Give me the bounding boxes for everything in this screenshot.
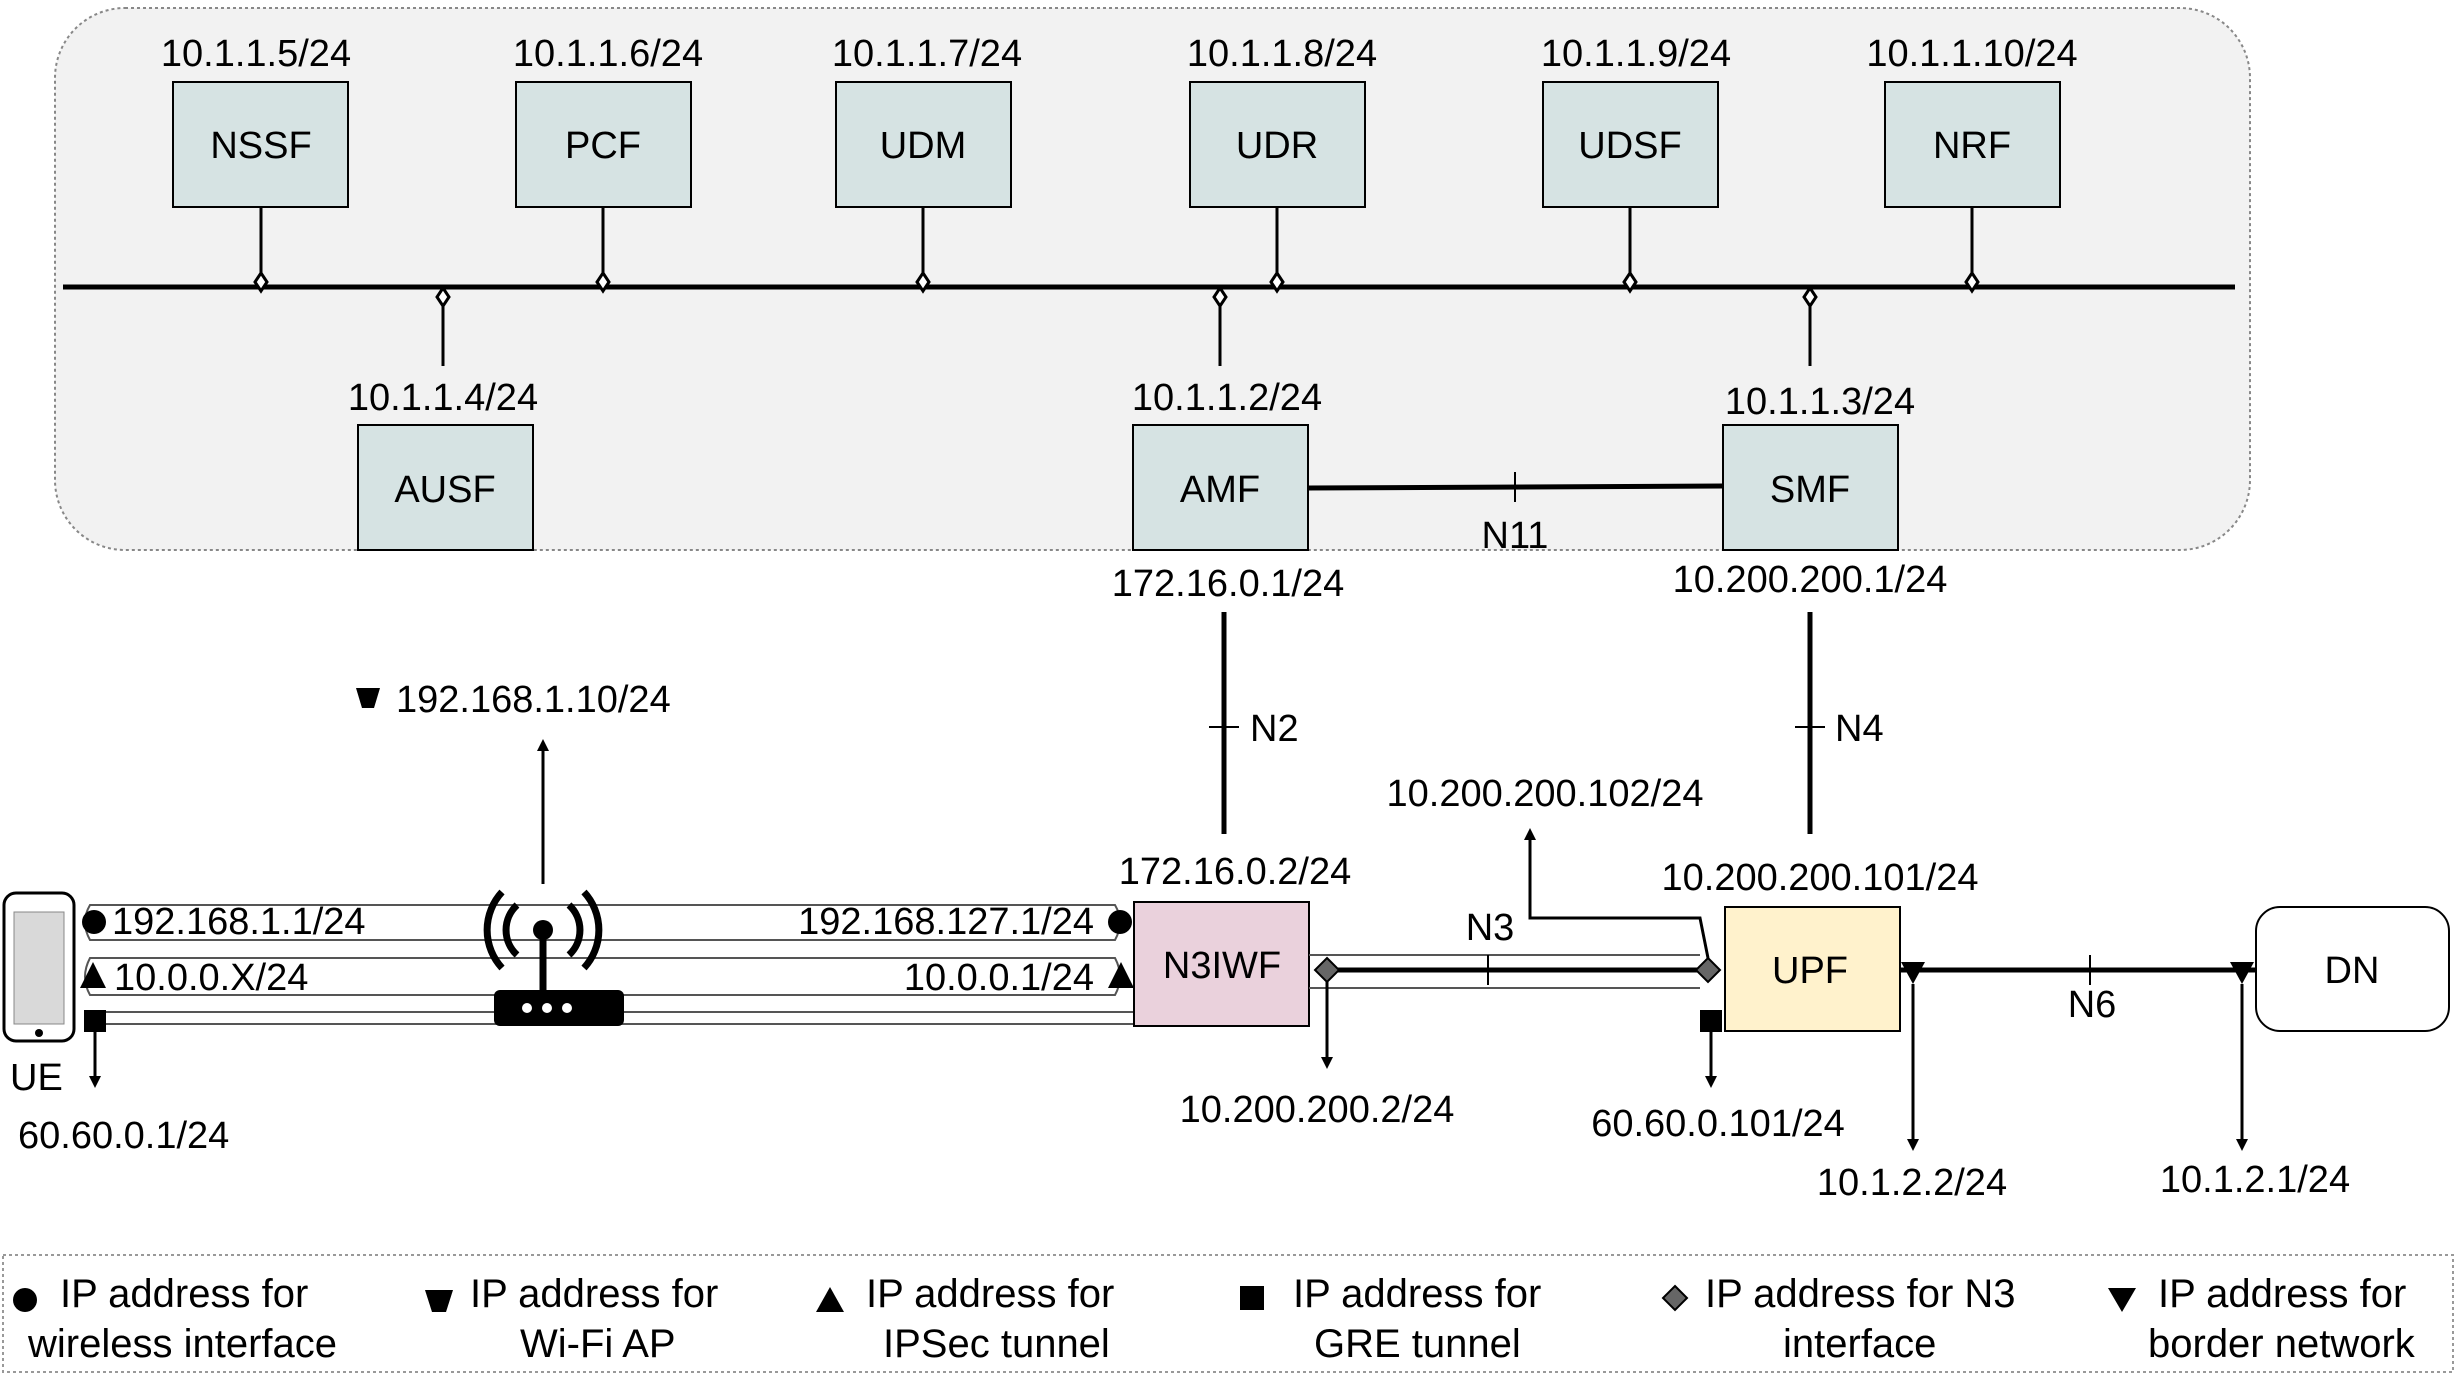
legend-line1: IP address for N3 bbox=[1705, 1272, 2016, 1316]
nf-ip: 10.1.1.6/24 bbox=[513, 33, 703, 75]
n6-label: N6 bbox=[2068, 984, 2117, 1026]
n11-link: N11 bbox=[1307, 472, 1724, 557]
legend-line2: Wi-Fi AP bbox=[520, 1322, 676, 1366]
nf-amf: 10.1.1.2/24 AMF 172.16.0.1/24 bbox=[1112, 377, 1344, 605]
nf-label: SMF bbox=[1770, 469, 1850, 511]
n2-link: N2 bbox=[1209, 612, 1299, 834]
n2-label: N2 bbox=[1250, 708, 1299, 750]
ue-label: UE bbox=[10, 1057, 63, 1099]
n3iwf-label: N3IWF bbox=[1163, 945, 1281, 987]
nf-ip: 10.1.1.5/24 bbox=[161, 33, 351, 75]
wifi-ap: 192.168.1.10/24 bbox=[356, 679, 671, 1026]
nf-label: AUSF bbox=[394, 469, 495, 511]
nf-pcf: PCF 10.1.1.6/24 bbox=[513, 33, 703, 208]
n4-label: N4 bbox=[1835, 708, 1884, 750]
dn-label: DN bbox=[2325, 950, 2380, 992]
ue-device: UE bbox=[2, 891, 76, 1099]
legend-line1: IP address for bbox=[60, 1272, 308, 1316]
legend-item-wifi-ap: IP address for Wi-Fi AP bbox=[425, 1272, 718, 1366]
legend-item-gre: IP address for GRE tunnel bbox=[1240, 1272, 1541, 1366]
nf-label: UDSF bbox=[1578, 125, 1681, 167]
nf-ip: 10.1.1.7/24 bbox=[832, 33, 1022, 75]
nf-label: NRF bbox=[1933, 125, 2011, 167]
legend-item-n3: IP address for N3 interface bbox=[1661, 1272, 2016, 1366]
nf-label: AMF bbox=[1180, 469, 1260, 511]
legend-line2: IPSec tunnel bbox=[883, 1322, 1110, 1366]
n4-link: N4 bbox=[1795, 612, 1884, 834]
nf-label: NSSF bbox=[210, 125, 311, 167]
legend: IP address for wireless interface IP add… bbox=[2, 1254, 2454, 1373]
n3-link: N3 10.200.200.2/24 10.200.200.102/24 bbox=[1180, 773, 1722, 1131]
ue-gre-ip: 60.60.0.1/24 bbox=[18, 1115, 229, 1157]
nf-ip: 10.1.1.2/24 bbox=[1132, 377, 1322, 419]
nf-label: UDR bbox=[1236, 125, 1318, 167]
nf-nrf: NRF 10.1.1.10/24 bbox=[1866, 33, 2078, 208]
nf-ip: 10.1.1.10/24 bbox=[1866, 33, 2077, 75]
bus-connectors bbox=[253, 207, 1980, 366]
ipsec-ip-marker bbox=[80, 962, 106, 988]
dn-border-ip: 10.1.2.1/24 bbox=[2160, 1159, 2350, 1201]
nf-udr: UDR 10.1.1.8/24 bbox=[1187, 33, 1377, 208]
n3iwf-ipsec-ip: 10.0.0.1/24 bbox=[904, 957, 1094, 999]
amf-n2-ip: 172.16.0.1/24 bbox=[1112, 563, 1344, 605]
nf-udm: UDM 10.1.1.7/24 bbox=[832, 33, 1022, 208]
legend-line1: IP address for bbox=[470, 1272, 718, 1316]
upf-n3-ip: 10.200.200.102/24 bbox=[1387, 773, 1704, 815]
legend-line2: border network bbox=[2148, 1322, 2416, 1366]
upf-gre-ip: 60.60.0.101/24 bbox=[1591, 1103, 1845, 1145]
ap-ip: 192.168.1.10/24 bbox=[396, 679, 671, 721]
upf-border-ip: 10.1.2.2/24 bbox=[1817, 1162, 2007, 1204]
ue-wireless-ip: 192.168.1.1/24 bbox=[112, 901, 366, 943]
n11-label: N11 bbox=[1482, 515, 1549, 557]
legend-item-border: IP address for border network bbox=[2108, 1272, 2416, 1366]
n3iwf-node: 172.16.0.2/24 N3IWF 192.168.127.1/24 10.… bbox=[798, 851, 1351, 1027]
nf-nssf: NSSF 10.1.1.5/24 bbox=[161, 33, 351, 208]
legend-line1: IP address for bbox=[866, 1272, 1114, 1316]
gre-ip-marker bbox=[84, 1010, 106, 1032]
nf-label: PCF bbox=[565, 125, 641, 167]
n6-link: N6 10.1.2.2/24 10.1.2.1/24 bbox=[1817, 955, 2350, 1204]
legend-line2: GRE tunnel bbox=[1314, 1322, 1521, 1366]
legend-line2: wireless interface bbox=[27, 1322, 337, 1366]
nf-ausf: 10.1.1.4/24 AUSF bbox=[348, 377, 538, 551]
n3iwf-n3-ip: 10.200.200.2/24 bbox=[1180, 1089, 1455, 1131]
nf-label: UDM bbox=[880, 125, 967, 167]
upf-label: UPF bbox=[1772, 950, 1848, 992]
nf-ip: 10.1.1.9/24 bbox=[1541, 33, 1731, 75]
dn-node: DN bbox=[2255, 906, 2450, 1032]
wireless-ip-marker bbox=[82, 910, 106, 934]
n3-label: N3 bbox=[1466, 907, 1515, 949]
nf-ip: 10.1.1.8/24 bbox=[1187, 33, 1377, 75]
ue-ipsec-ip: 10.0.0.X/24 bbox=[114, 957, 308, 999]
upf-n4-ip: 10.200.200.101/24 bbox=[1662, 857, 1979, 899]
n3iwf-n2-ip: 172.16.0.2/24 bbox=[1119, 851, 1351, 893]
legend-line2: interface bbox=[1783, 1322, 1936, 1366]
nf-ip: 10.1.1.4/24 bbox=[348, 377, 538, 419]
n3iwf-wireless-ip: 192.168.127.1/24 bbox=[798, 901, 1094, 943]
smf-n4-ip: 10.200.200.1/24 bbox=[1673, 559, 1948, 601]
legend-line1: IP address for bbox=[1293, 1272, 1541, 1316]
legend-item-ipsec: IP address for IPSec tunnel bbox=[816, 1272, 1114, 1366]
upf-node: 10.200.200.101/24 UPF 60.60.0.101/24 bbox=[1591, 857, 1978, 1145]
nf-smf: 10.1.1.3/24 SMF 10.200.200.1/24 bbox=[1673, 381, 1948, 601]
legend-line1: IP address for bbox=[2158, 1272, 2406, 1316]
nf-ip: 10.1.1.3/24 bbox=[1725, 381, 1915, 423]
legend-item-wireless: IP address for wireless interface bbox=[13, 1272, 337, 1366]
ap-ip-marker bbox=[356, 688, 380, 708]
nf-udsf: UDSF 10.1.1.9/24 bbox=[1541, 33, 1731, 208]
ue-ips: 192.168.1.1/24 10.0.0.X/24 60.60.0.1/24 bbox=[18, 901, 366, 1157]
